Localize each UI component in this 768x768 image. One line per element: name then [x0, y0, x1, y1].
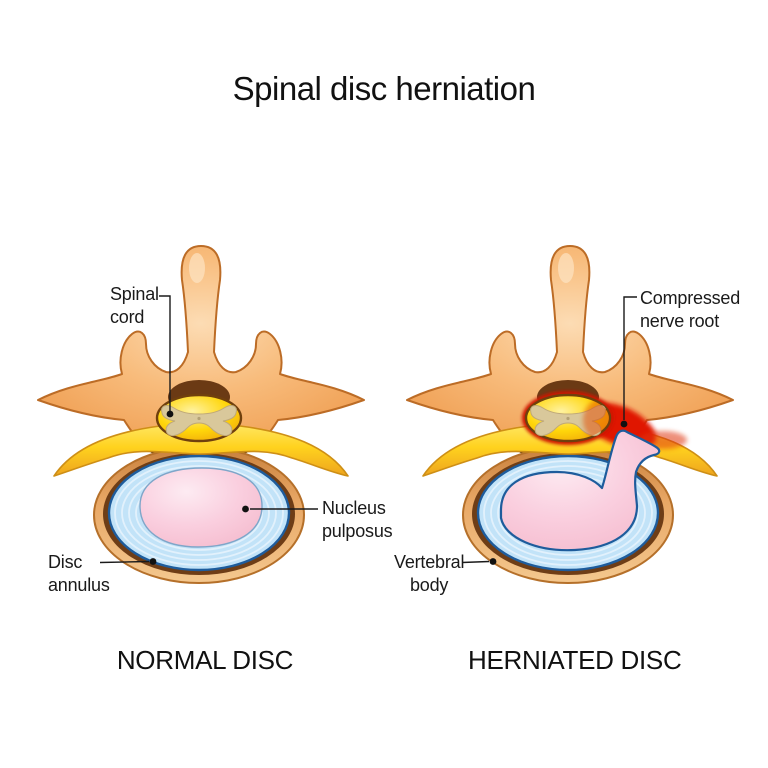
leader-vertebral-body	[461, 560, 490, 564]
leader-spinal-cord	[159, 295, 171, 411]
cord-inflammation	[583, 398, 609, 440]
herniated-nucleus	[499, 429, 661, 552]
dot-spinal-cord	[166, 410, 174, 418]
page-title: Spinal disc herniation	[232, 70, 536, 107]
dot-compressed-nerve-root	[620, 420, 628, 428]
label-vertebral-body: Vertebral body	[394, 552, 465, 595]
dot-nucleus-pulposus	[242, 505, 249, 513]
dot-vertebral-body	[489, 558, 497, 565]
nucleus-pulposus	[139, 467, 263, 548]
caption-herniated-disc: HERNIATED DISC	[468, 645, 682, 675]
normal-disc-figure	[36, 244, 366, 585]
leader-dots	[149, 410, 628, 565]
caption-normal-disc: NORMAL DISC	[116, 645, 294, 675]
leader-disc-annulus	[99, 560, 150, 564]
label-disc-annulus: Disc annulus	[48, 552, 110, 595]
label-spinal-cord: Spinal cord	[110, 284, 159, 327]
label-nucleus-pulposus: Nucleus pulposus	[322, 498, 393, 541]
herniated-disc-figure	[405, 244, 735, 585]
dot-disc-annulus	[149, 558, 157, 565]
leader-compressed-nerve-root	[623, 296, 637, 420]
label-compressed-nerve-root: Compressed nerve root	[640, 288, 741, 331]
leader-lines	[99, 295, 637, 564]
